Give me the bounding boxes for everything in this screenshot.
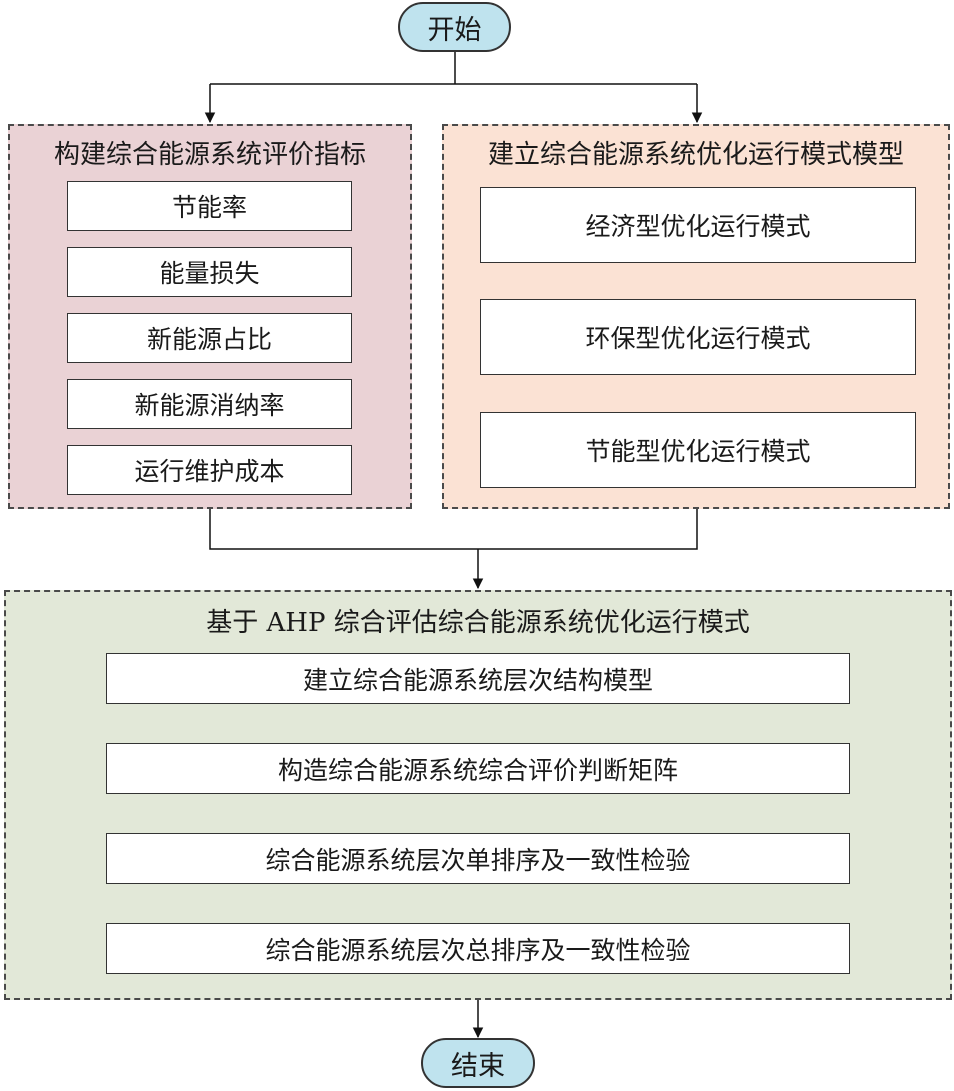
indicator-renewable-share: 新能源占比 <box>67 313 352 363</box>
mode-economic: 经济型优化运行模式 <box>480 187 916 263</box>
connector-merge <box>209 509 698 550</box>
ahp-step-hierarchy-model: 建立综合能源系统层次结构模型 <box>106 653 850 704</box>
indicator-renewable-absorption: 新能源消纳率 <box>67 379 352 429</box>
indicator-energy-loss: 能量损失 <box>67 247 352 297</box>
indicator-om-cost: 运行维护成本 <box>67 445 352 495</box>
mode-environmental: 环保型优化运行模式 <box>480 299 916 375</box>
evaluation-indicators-title: 构建综合能源系统评价指标 <box>53 140 366 170</box>
end-node: 结束 <box>421 1038 535 1088</box>
start-node: 开始 <box>398 2 511 52</box>
operation-mode-model-title: 建立综合能源系统优化运行模式模型 <box>487 140 904 170</box>
ahp-step-single-ranking: 综合能源系统层次单排序及一致性检验 <box>106 833 850 884</box>
ahp-step-judgment-matrix: 构造综合能源系统综合评价判断矩阵 <box>106 743 850 794</box>
ahp-step-total-ranking: 综合能源系统层次总排序及一致性检验 <box>106 923 850 974</box>
ahp-evaluation-title: 基于 AHP 综合评估综合能源系统优化运行模式 <box>206 608 750 638</box>
mode-energy-saving: 节能型优化运行模式 <box>480 412 916 488</box>
end-label: 结束 <box>451 1050 505 1082</box>
indicator-energy-saving-rate: 节能率 <box>67 181 352 231</box>
start-label: 开始 <box>427 14 482 46</box>
